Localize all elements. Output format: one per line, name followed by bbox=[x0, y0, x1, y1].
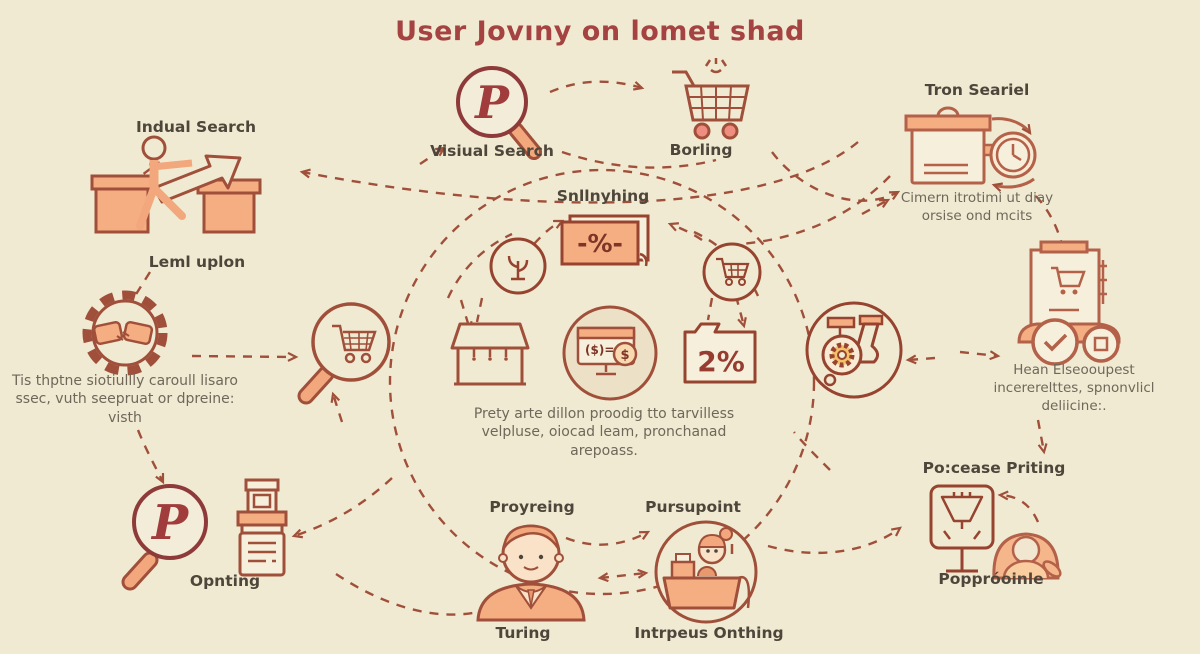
folder-percent-text: 2% bbox=[697, 345, 745, 378]
pinterest-letter: P bbox=[473, 76, 510, 129]
snllnyhing-label: Snllnyhing bbox=[556, 187, 650, 205]
cashier-circle-icon bbox=[654, 520, 758, 624]
center-note-text: Prety arte dillon proodig tto tarvilless… bbox=[473, 406, 735, 459]
discount-coupon-icon: -%- bbox=[560, 214, 650, 267]
product-bottle-icon bbox=[236, 478, 288, 577]
person-blob-icon bbox=[992, 532, 1062, 580]
delivery-truck-icon bbox=[1017, 240, 1121, 366]
turing-label: Turing bbox=[495, 624, 551, 642]
arrow-note-to-opnting bbox=[136, 429, 165, 485]
poppkoinle-label: Poppróoinle bbox=[938, 570, 1044, 588]
proyreing-label: Proyreing bbox=[489, 498, 575, 516]
cart-circle-icon bbox=[702, 242, 762, 302]
shopping-cart-icon bbox=[672, 58, 750, 140]
arrow-to-bottle bbox=[291, 477, 393, 539]
pinterest-magnifier-icon: P bbox=[121, 484, 208, 591]
tron-seariel-description: Cimern itrotimi ut diay orsise ond mcits bbox=[900, 190, 1054, 224]
pocease-priting-label: Po:cease Priting bbox=[922, 459, 1066, 477]
coupon-percent-text: -%- bbox=[577, 229, 623, 258]
page-title: User Jovıny on lomet shad bbox=[395, 16, 805, 47]
intrpeus-onthing-label: Intrpeus Onthing bbox=[634, 624, 784, 642]
package-clock-icon bbox=[904, 106, 1037, 192]
leml-uplon-label: Leml uplon bbox=[148, 253, 246, 271]
magnifier-cart-icon bbox=[297, 302, 391, 405]
arrow-turing-cashier bbox=[597, 568, 649, 583]
opnting-label: Opnting bbox=[189, 572, 261, 590]
borling-label: Borling bbox=[669, 141, 733, 159]
person-icon bbox=[476, 524, 586, 622]
delivery-description: Hean Elseooupest incererelttes, spnonvli… bbox=[993, 362, 1155, 414]
arrow-gear-to-magnifier bbox=[191, 351, 299, 362]
market-stall-icon bbox=[450, 322, 530, 386]
discount-folder-icon: 2% bbox=[683, 322, 757, 384]
pinterest-letter: P bbox=[150, 495, 190, 551]
arrow-cashier-to-easel bbox=[767, 526, 902, 555]
arrow-borling-to-tron bbox=[771, 151, 901, 202]
scooter-circle-icon bbox=[805, 301, 903, 399]
tron-seariel-label: Tron Seariel bbox=[924, 81, 1030, 99]
easel-sign-icon bbox=[929, 484, 995, 573]
arrow-truck-to-pocease bbox=[1036, 419, 1048, 455]
partner-note-text: Tis thptne siotiullly caroull lisaro sse… bbox=[12, 373, 238, 426]
indual-search-label: Indual Search bbox=[135, 118, 257, 136]
card-amount-text: ($)= bbox=[585, 343, 614, 357]
visual-search-label: Visiual Search bbox=[430, 142, 554, 160]
pursupoint-label: Pursupoint bbox=[645, 498, 741, 516]
pinterest-magnifier-icon: P bbox=[456, 66, 542, 160]
payment-card-circle-icon: ($)= $ bbox=[562, 305, 658, 401]
person-boxes-icon bbox=[90, 135, 262, 234]
coin-dollar-text: $ bbox=[620, 348, 629, 363]
gear-handshake-icon bbox=[82, 290, 168, 376]
arrow-visualsearch-to-borling bbox=[549, 80, 645, 94]
plant-circle-icon bbox=[489, 237, 547, 295]
